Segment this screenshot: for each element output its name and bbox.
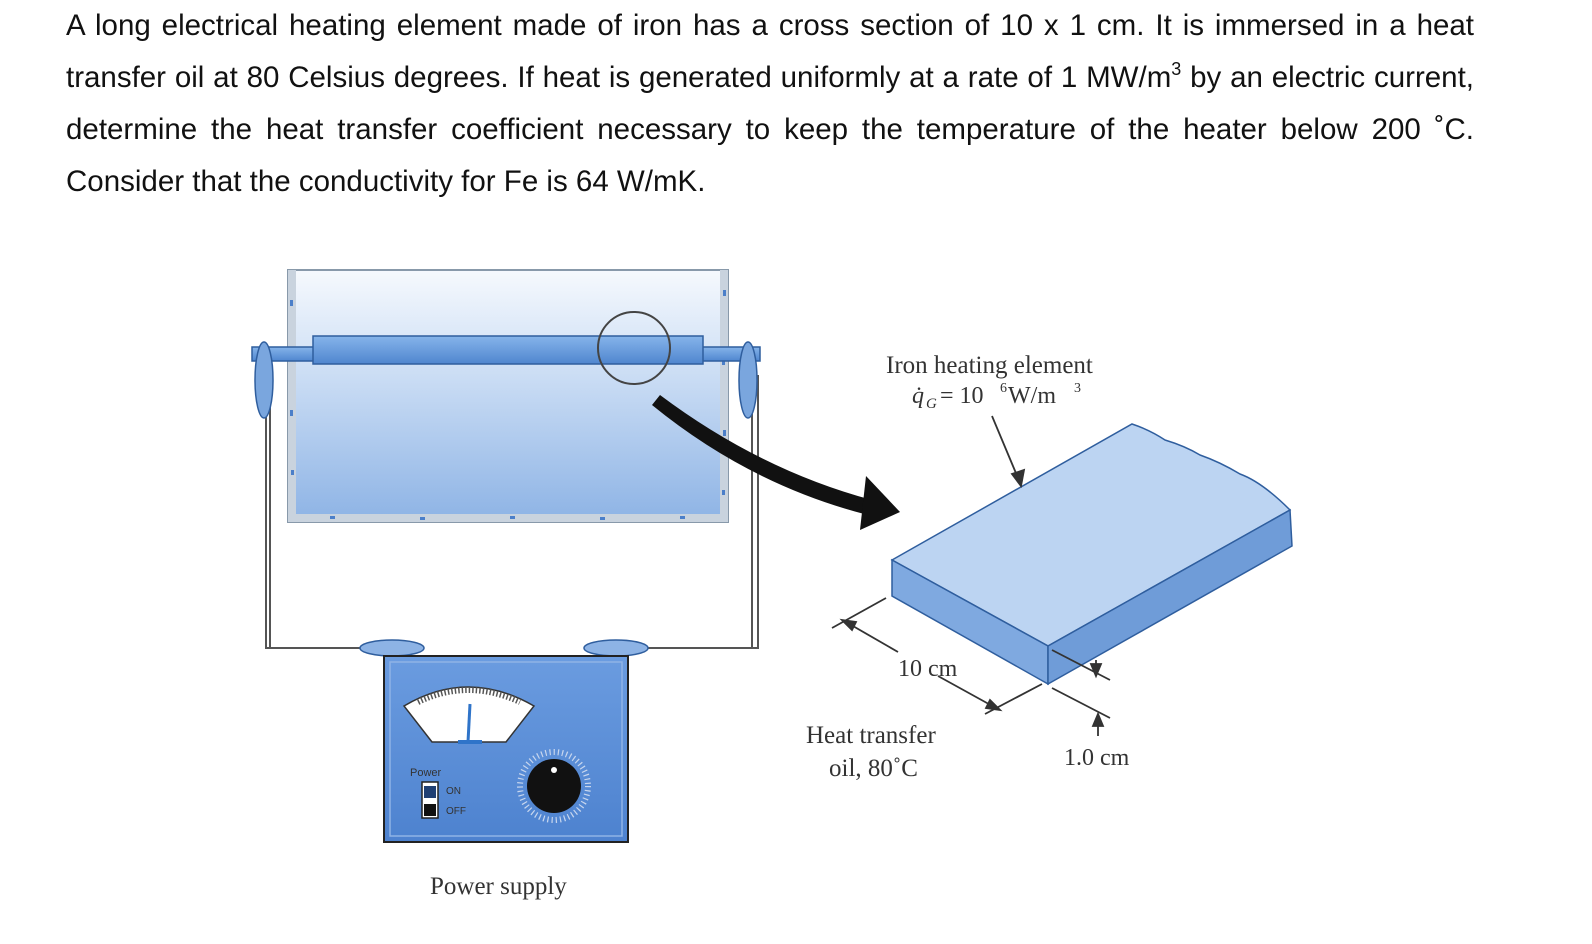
oil-bath-tank (287, 269, 729, 523)
thickness-label: 1.0 cm (1064, 745, 1130, 771)
dimension-width (831, 597, 1043, 715)
oil-label-line2: oil, 80˚C (829, 755, 918, 782)
q-value: = 10 (940, 383, 984, 409)
oil-label-line1: Heat transfer (806, 722, 936, 749)
power-knob (517, 749, 591, 823)
problem-text-part1: A long electrical heating element made o… (66, 9, 1474, 94)
switch-off-label: OFF (446, 806, 466, 817)
heat-generation-label: q̇ G = 10 6 W/m 3 (912, 381, 1081, 412)
problem-superscript: 3 (1171, 59, 1182, 79)
problem-text-part2: by an electric current, determine the he… (66, 61, 1474, 198)
power-supply-unit: Power ON OFF (359, 639, 649, 843)
power-supply-label: Power supply (430, 873, 567, 900)
problem-statement: A long electrical heating element made o… (66, 0, 1474, 208)
heating-rod (251, 311, 761, 419)
q-unit: W/m (1008, 383, 1056, 409)
width-label: 10 cm (898, 656, 958, 682)
iron-plate (890, 423, 1293, 686)
power-switch (421, 781, 439, 819)
q-subscript: G (926, 396, 937, 412)
q-unit-exponent: 3 (1074, 381, 1081, 396)
power-meter-gauge (402, 686, 536, 744)
zoom-arrow (652, 395, 900, 530)
svg-text:q̇: q̇ (912, 383, 924, 409)
q-exponent: 6 (1000, 381, 1007, 396)
element-label: Iron heating element (886, 352, 1093, 379)
element-leader-arrow (991, 415, 1026, 489)
switch-on-label: ON (446, 786, 461, 797)
dimension-thickness (1051, 649, 1111, 736)
switch-title: Power (410, 767, 442, 779)
